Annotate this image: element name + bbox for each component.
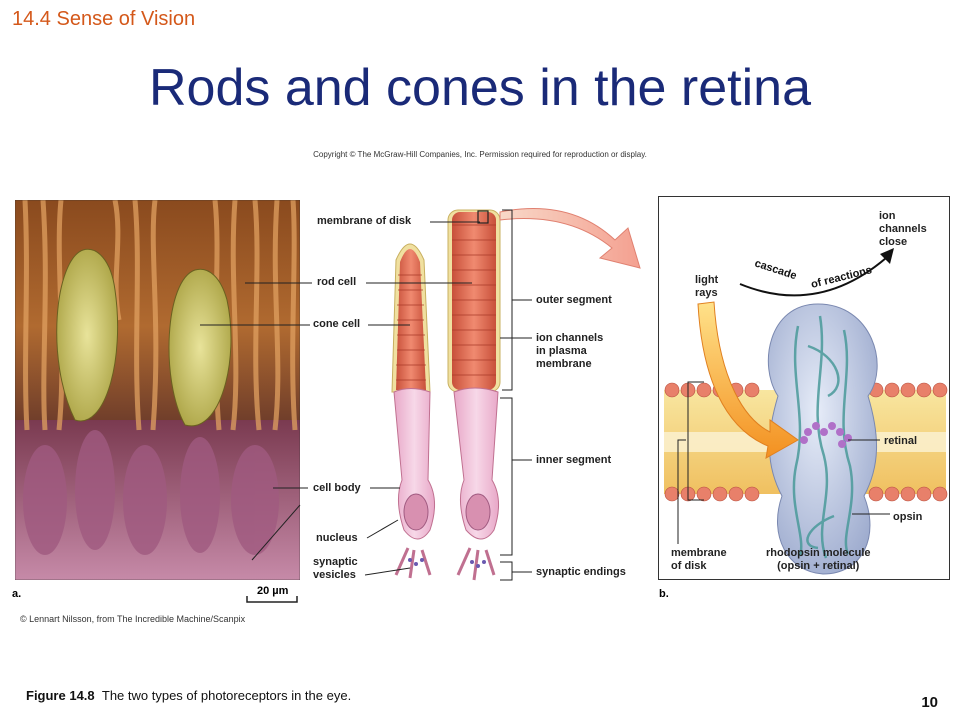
label-retinal: retinal: [884, 435, 918, 447]
cone-cell-illustration: [391, 243, 435, 579]
panel-b-label: b.: [659, 588, 669, 600]
rhodopsin-panel: cascade of reactions: [658, 196, 950, 580]
label-synaptic-endings: synaptic endings: [536, 566, 626, 578]
copyright-notice: Copyright © The McGraw-Hill Companies, I…: [313, 150, 647, 159]
leader-lines-left: [200, 221, 480, 576]
label-outer-segment: outer segment: [536, 294, 612, 306]
cone-cell-right: [168, 268, 232, 427]
opsin-helices: [792, 315, 854, 559]
figure-caption: Figure 14.8 The two types of photorecept…: [26, 688, 352, 703]
panel-a-label: a.: [12, 588, 22, 600]
segment-brackets: [500, 209, 532, 581]
label-nucleus: nucleus: [316, 532, 358, 544]
cascade-arc: [739, 257, 887, 297]
retina-micrograph: [15, 200, 300, 580]
label-cone-cell: cone cell: [313, 318, 361, 330]
zoom-arrow: [499, 208, 641, 269]
scale-bar: [246, 596, 298, 603]
label-cell-body: cell body: [313, 482, 361, 494]
slide-title: Rods and cones in the retina: [149, 59, 811, 117]
cone-cell-left: [56, 248, 119, 422]
label-membrane-of-disk: membrane of disk: [317, 215, 412, 227]
photo-credit: © Lennart Nilsson, from The Incredible M…: [20, 614, 246, 624]
section-label: 14.4 Sense of Vision: [12, 8, 196, 30]
label-rod-cell: rod cell: [317, 276, 357, 288]
retinal-molecule: [800, 422, 852, 448]
label-inner-segment: inner segment: [536, 454, 612, 466]
light-ray-arrow: [697, 301, 799, 459]
cascade-arrowhead: [880, 248, 894, 264]
page-number: 10: [921, 694, 938, 711]
rod-cell-illustration: [447, 209, 501, 581]
scale-bar-label: 20 µm: [257, 585, 289, 597]
label-opsin: opsin: [893, 511, 923, 523]
label-rhodopsin: rhodopsin molecule(opsin + retinal): [766, 547, 871, 572]
